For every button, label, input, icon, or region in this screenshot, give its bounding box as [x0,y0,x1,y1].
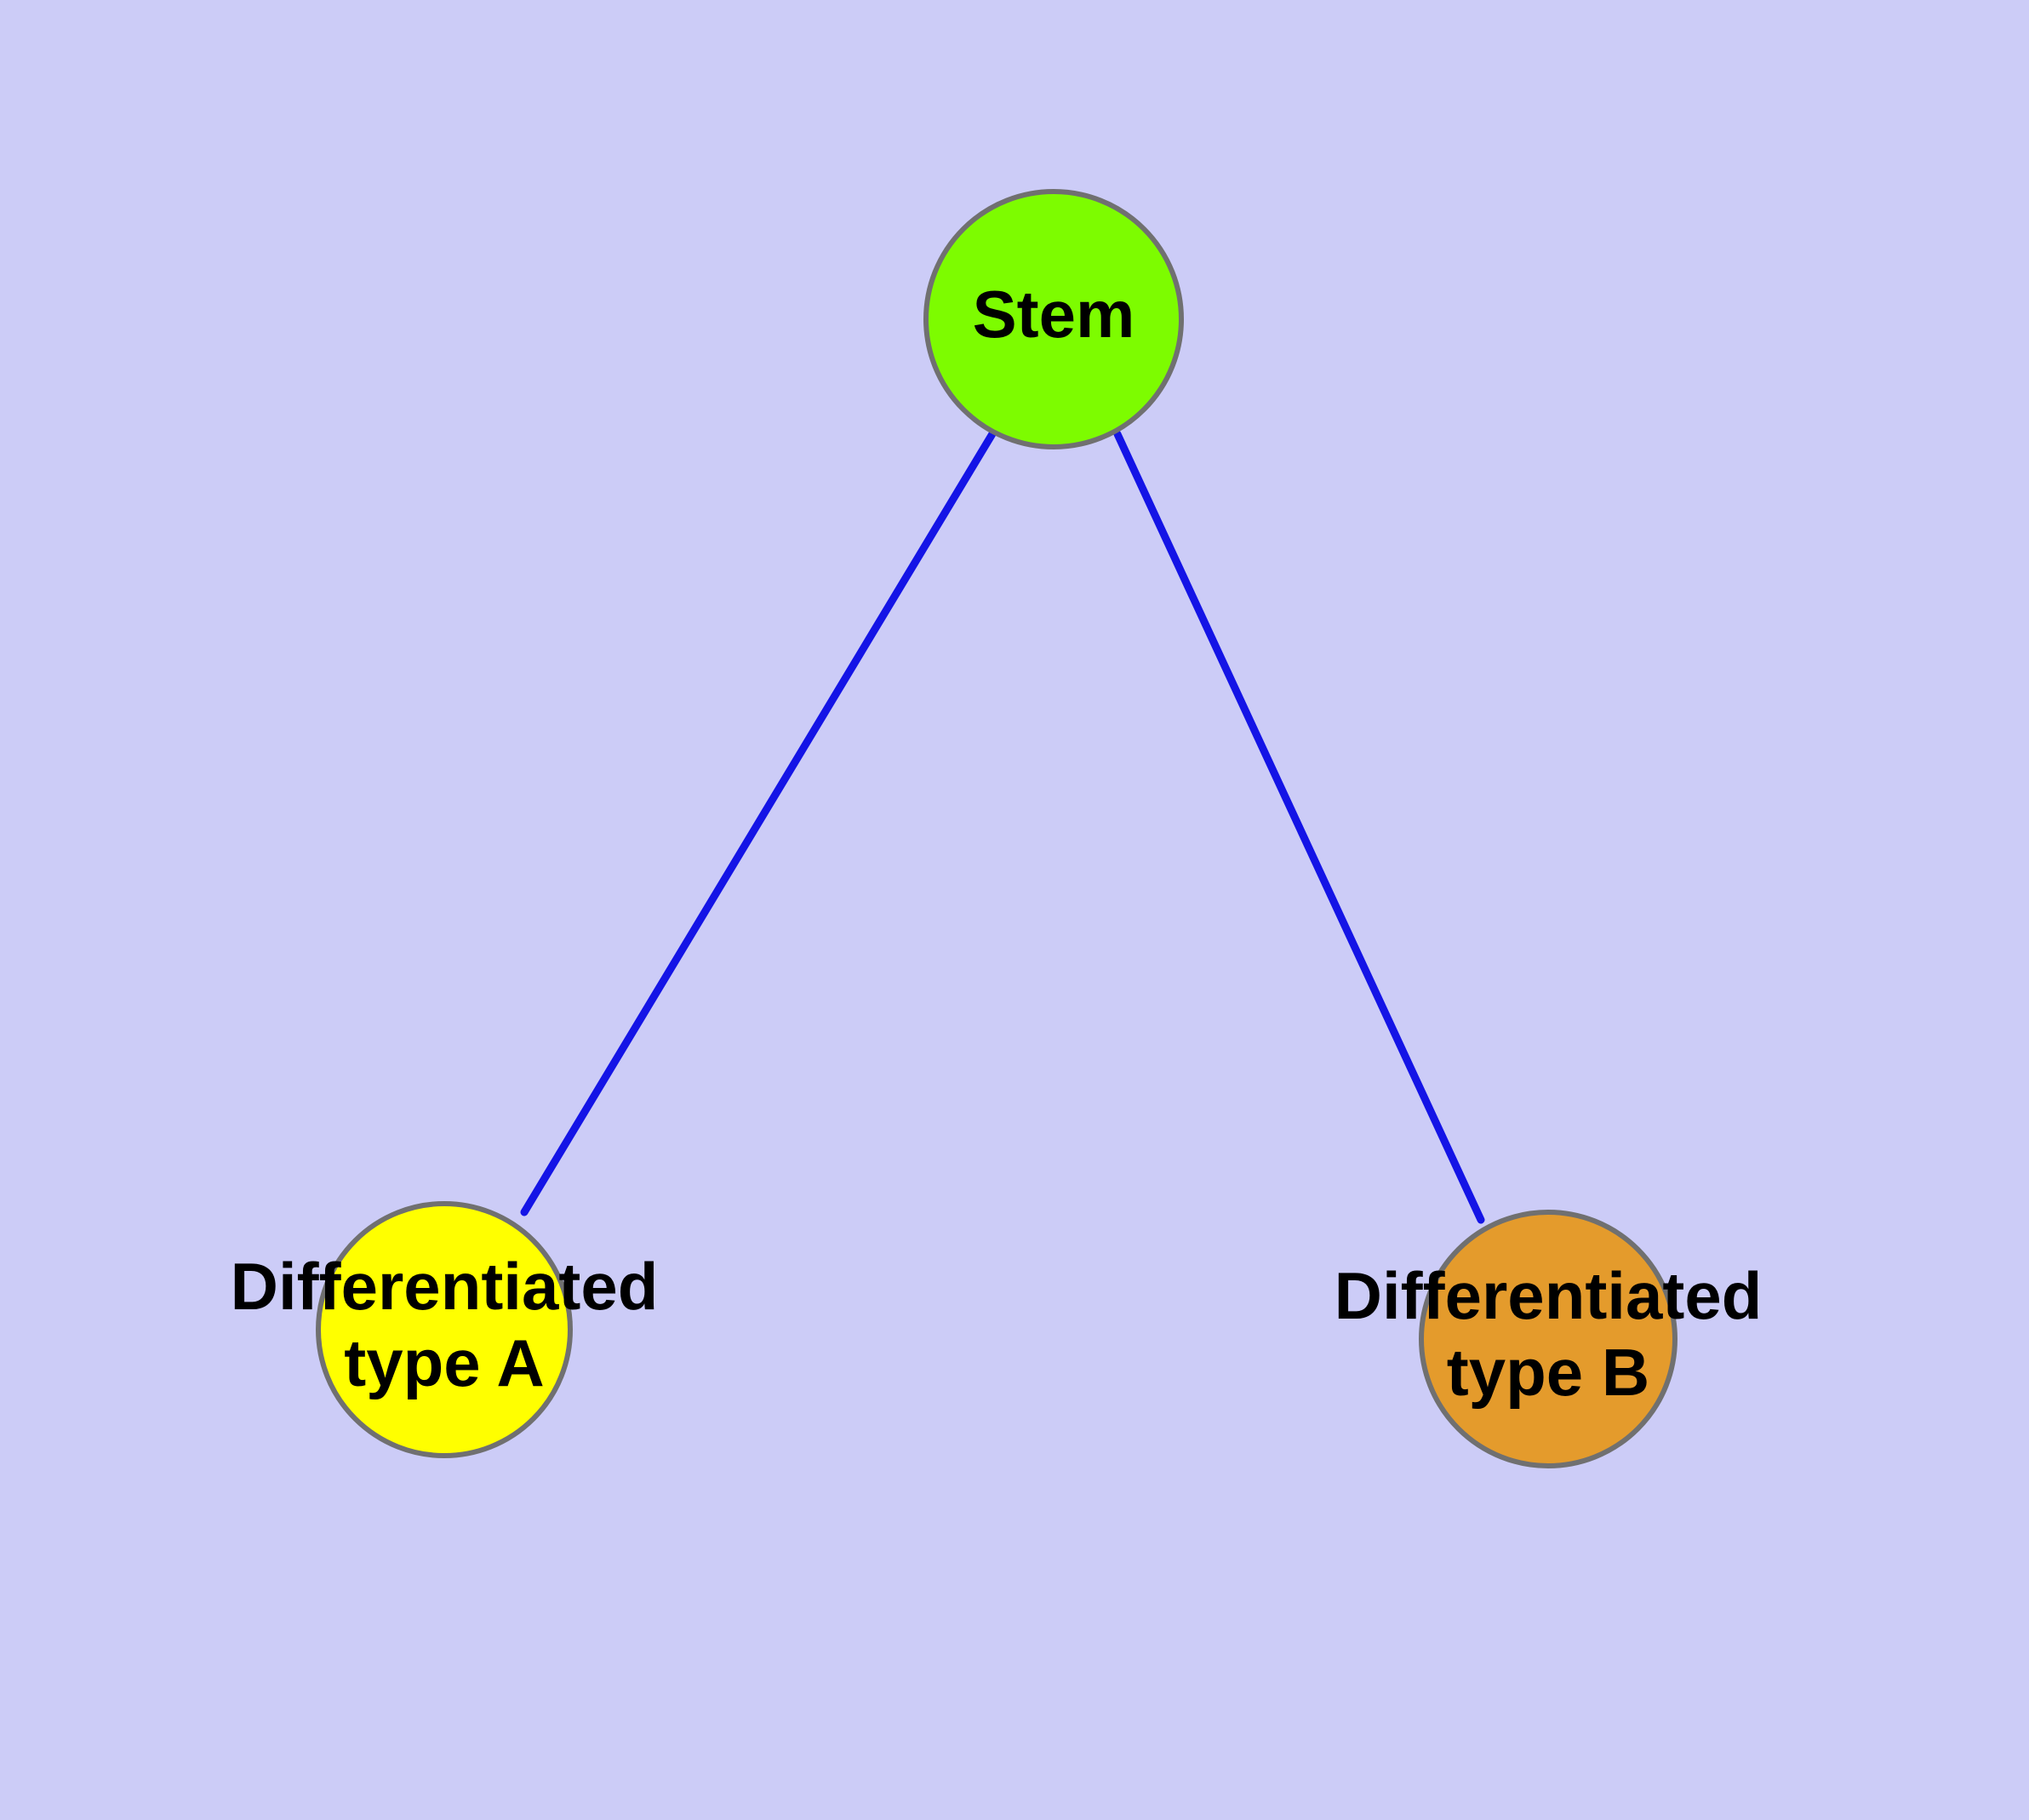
node-diff-a-label-line: type A [344,1325,545,1400]
node-layer [316,189,1677,1468]
node-diff-b-circle[interactable] [1419,1210,1677,1468]
node-diff-a-circle[interactable] [316,1201,573,1458]
node-stem[interactable] [923,189,1184,449]
node-diff-a-label-line: Differentiated [231,1249,659,1324]
edge-layer [520,428,1485,1224]
node-diff-b-label-line: type B [1447,1335,1649,1410]
edge-stem-to-diff-b[interactable] [1113,430,1485,1224]
node-stem-label-line: Stem [973,277,1135,352]
node-diff-b[interactable] [1419,1210,1677,1468]
edge-stem-to-diff-a[interactable] [520,428,997,1216]
node-diff-b-label-line: Differentiated [1335,1258,1763,1333]
node-diff-a[interactable] [316,1201,573,1458]
node-stem-label: Stem [973,277,1135,352]
node-stem-circle[interactable] [923,189,1184,449]
